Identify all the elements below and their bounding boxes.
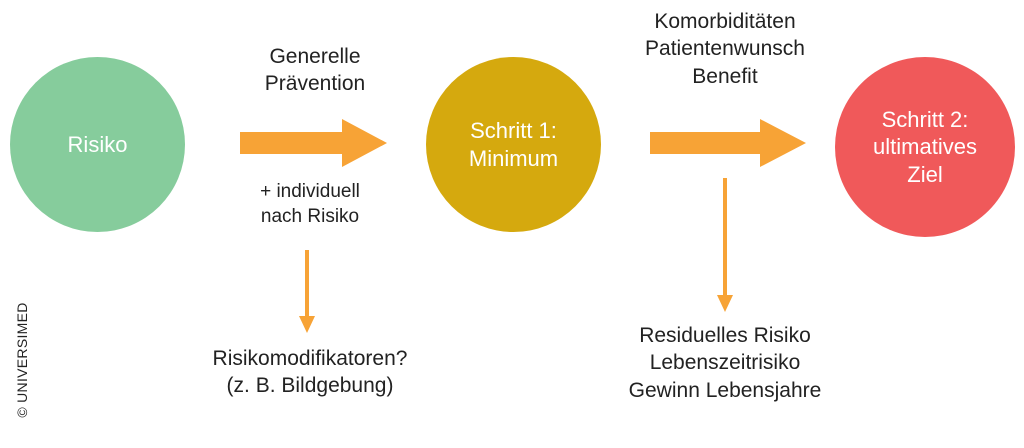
label-line: Benefit: [692, 64, 758, 88]
arrow-step1-to-step2: [650, 119, 806, 167]
node-step1: Schritt 1: Minimum: [426, 57, 601, 232]
node-step1-line: Minimum: [468, 145, 559, 171]
label-modifiers: Risikomodifikatoren? (z. B. Bildgebung): [175, 345, 445, 400]
label-line: nach Risiko: [260, 205, 360, 227]
label-outcomes: Residuelles Risiko Lebenszeitrisiko Gewi…: [595, 322, 855, 404]
arrow-risk-to-step1: [240, 119, 387, 167]
label-factors: Komorbiditäten Patientenwunsch Benefit: [610, 8, 840, 90]
label-line: (z. B. Bildgebung): [226, 374, 394, 398]
label-individual: + individuell nach Risiko: [215, 180, 405, 229]
label-line: Prävention: [264, 72, 366, 96]
label-line: Residuelles Risiko: [639, 324, 811, 347]
node-step2-line: Ziel: [907, 161, 943, 187]
label-line: Komorbiditäten: [654, 10, 796, 33]
copyright-notice: © UNIVERSIMED: [14, 302, 30, 418]
arrow-down-modifiers: [299, 250, 315, 333]
node-step2-line: Schritt 2:: [881, 106, 969, 132]
label-line: Generelle: [269, 45, 361, 68]
label-line: Gewinn Lebensjahre: [628, 378, 822, 402]
node-step1-line: Schritt 1:: [470, 118, 557, 143]
label-line: Risikomodifikatoren?: [212, 347, 408, 370]
node-risk-label: Risiko: [67, 131, 128, 157]
node-step2-line: ultimatives: [873, 134, 977, 160]
node-risk: Risiko: [10, 57, 185, 232]
label-line: Lebenszeitrisiko: [649, 351, 801, 375]
arrow-down-outcomes: [717, 178, 733, 312]
label-line: Patientenwunsch: [645, 37, 805, 61]
label-prevention: Generelle Prävention: [230, 43, 400, 98]
node-step2: Schritt 2: ultimatives Ziel: [835, 57, 1015, 237]
label-line: + individuell: [260, 181, 360, 202]
